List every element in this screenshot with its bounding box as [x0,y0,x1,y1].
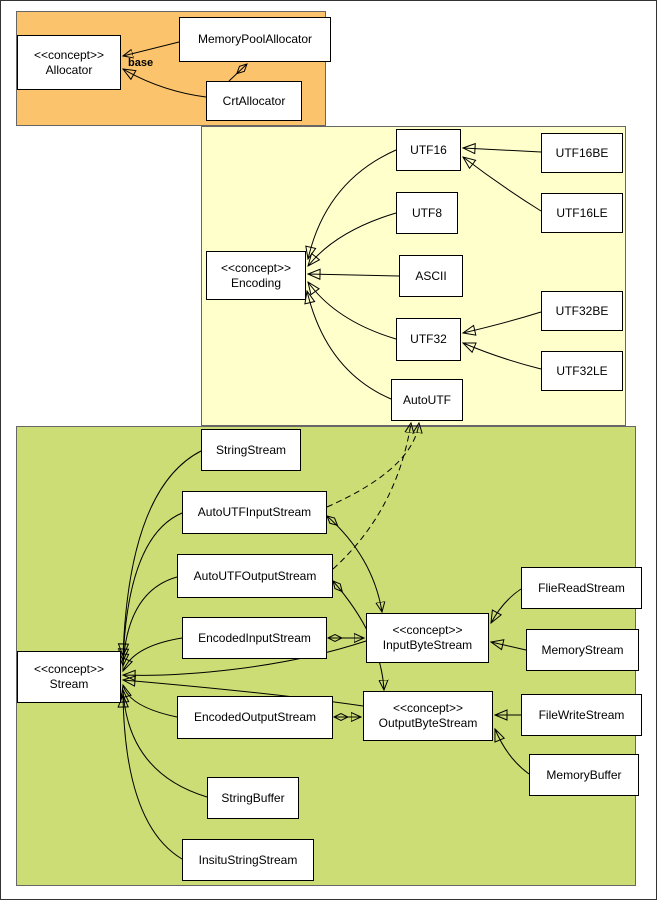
concept-name: Stream [49,677,89,691]
node-utf16: UTF16 [396,129,461,171]
node-inputbytestream-concept: <<concept>> InputByteStream [366,613,489,663]
node-outputbytestream-concept: <<concept>> OutputByteStream [363,691,493,741]
node-label: StringBuffer [221,790,285,805]
node-label: CrtAllocator [222,93,286,108]
node-utf16be: UTF16BE [541,133,623,173]
node-encodedoutputstream: EncodedOutputStream [177,696,333,739]
node-insitustringstream: InsituStringStream [182,839,314,881]
node-utf32le: UTF32LE [541,351,623,391]
node-stream-concept: <<concept>> Stream [17,651,121,703]
node-label: EncodedInputStream [198,630,311,645]
node-label: ASCII [415,268,447,283]
stereotype-label: <<concept>> [220,260,292,275]
node-label: UTF16 [410,142,447,157]
node-autoutfoutputstream: AutoUTFOutputStream [177,554,333,598]
node-memorybuffer: MemoryBuffer [529,754,639,796]
node-label: StringStream [215,442,287,457]
node-allocator-concept: <<concept>> Allocator [17,35,121,90]
node-encoding-concept: <<concept>> Encoding [206,251,306,300]
node-label: EncodedOutputStream [193,710,317,724]
node-label: UTF8 [412,205,442,220]
node-label: UTF32BE [555,303,609,318]
node-label: UTF32 [410,332,447,346]
node-label: UTF32LE [556,363,608,378]
node-autoutf: AutoUTF [391,379,463,421]
node-label: MemoryStream [541,642,624,657]
node-label: FileWriteStream [538,707,625,722]
node-crtallocator: CrtAllocator [206,81,302,121]
node-label: AutoUTF [402,392,451,407]
node-utf16le: UTF16LE [541,193,623,233]
concept-name: Allocator [45,62,93,77]
node-label: AutoUTFInputStream [197,505,312,519]
stereotype-label: <<concept>> [33,662,105,676]
node-memorypoolallocator: MemoryPoolAllocator [179,17,331,62]
node-memorystream: MemoryStream [526,629,639,671]
node-stringbuffer: StringBuffer [207,777,299,819]
concept-name: Encoding [230,275,282,290]
concept-name: InputByteStream [382,638,473,652]
node-utf32be: UTF32BE [541,291,623,331]
node-label: UTF16LE [556,205,608,220]
node-label: InsituStringStream [198,852,298,867]
node-encodedinputstream: EncodedInputStream [182,617,327,659]
node-utf32: UTF32 [396,318,461,361]
node-ascii: ASCII [399,255,463,297]
node-fliereadstream: FlieReadStream [521,567,642,609]
node-autoutfinputstream: AutoUTFInputStream [182,491,327,534]
node-utf8: UTF8 [396,192,458,234]
stereotype-label: <<concept>> [33,47,105,62]
concept-name: OutputByteStream [378,716,478,730]
node-label: MemoryBuffer [546,767,622,782]
stereotype-label: <<concept>> [392,701,464,715]
node-filewritestream: FileWriteStream [521,694,642,736]
node-stringstream: StringStream [201,429,301,471]
node-label: MemoryPoolAllocator [197,32,313,46]
node-label: FlieReadStream [538,580,625,595]
node-label: UTF16BE [555,145,609,160]
stereotype-label: <<concept>> [392,623,463,637]
node-label: AutoUTFOutputStream [193,568,317,583]
